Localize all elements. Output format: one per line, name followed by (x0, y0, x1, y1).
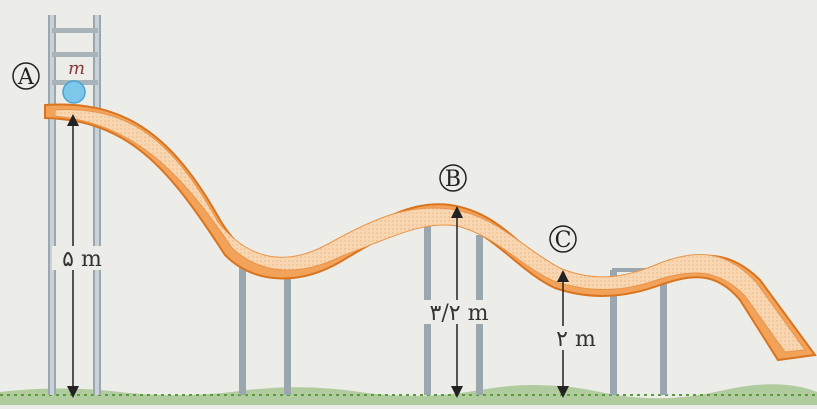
point-a-marker: A (12, 62, 40, 90)
height-c-label: ۲ m (556, 327, 596, 352)
height-arrow-a: ۵ m (52, 114, 112, 398)
height-a-label: ۵ m (62, 247, 102, 272)
mass-label: m (68, 58, 85, 79)
height-arrow-b: ۳/۲ m (420, 206, 498, 398)
point-b-label: B (445, 167, 461, 192)
point-b-marker: B (439, 164, 467, 192)
slide-track (44, 103, 817, 362)
point-c-label: C (555, 228, 572, 253)
ground (0, 384, 817, 405)
point-a-label: A (17, 65, 35, 90)
height-b-label: ۳/۲ m (430, 301, 489, 326)
point-c-marker: C (549, 225, 577, 253)
mass-ball (62, 80, 86, 104)
height-arrow-c: ۲ m (550, 270, 602, 398)
